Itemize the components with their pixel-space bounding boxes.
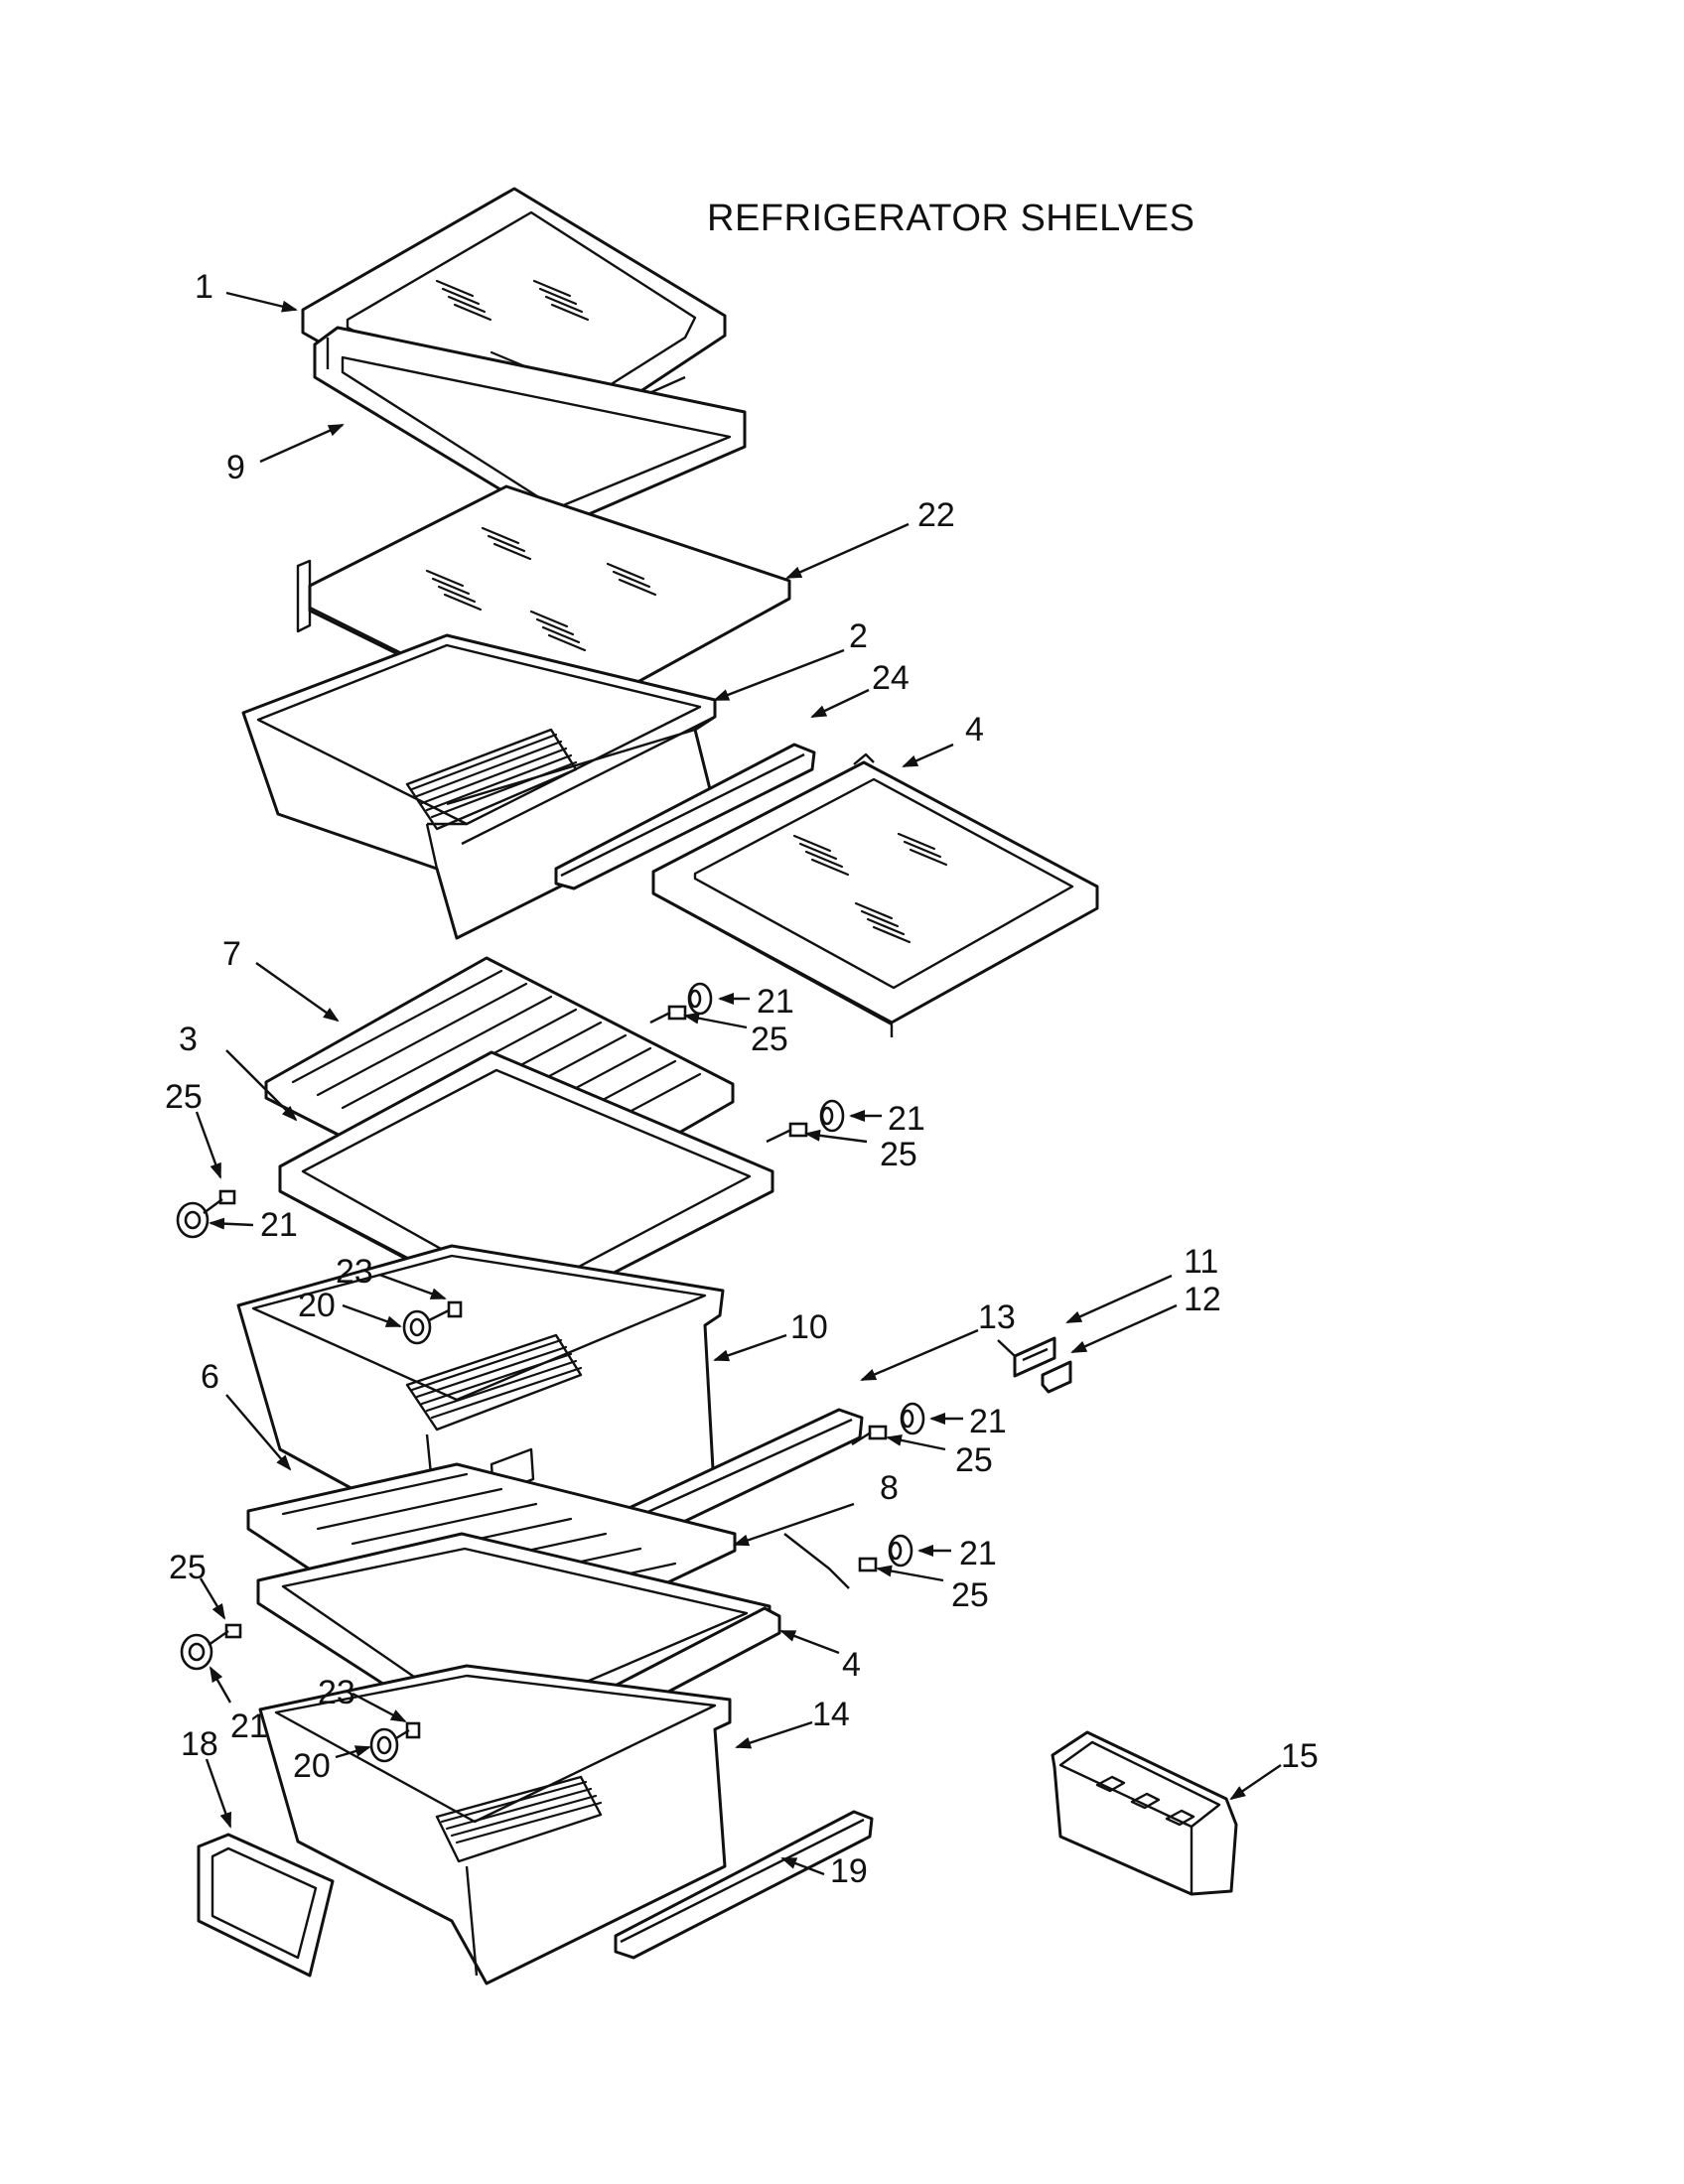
callout-21-e: 21 xyxy=(959,1535,997,1572)
part-12-clip xyxy=(1041,1360,1072,1394)
callout-15: 15 xyxy=(1281,1737,1319,1775)
callout-10: 10 xyxy=(790,1308,828,1346)
roller-21-c xyxy=(176,1189,236,1239)
callout-19: 19 xyxy=(830,1852,868,1890)
roller-21-e xyxy=(888,1534,913,1568)
callout-25-c: 25 xyxy=(165,1078,203,1116)
callout-9: 9 xyxy=(226,449,245,486)
screw-25-b xyxy=(766,1122,808,1144)
part-4-glass-shelf-upper xyxy=(651,752,1099,1037)
callout-23-a: 23 xyxy=(336,1253,373,1291)
callout-21-d: 21 xyxy=(969,1403,1007,1440)
part-19-front-trim xyxy=(614,1810,874,1960)
screw-23-a xyxy=(447,1300,463,1318)
callout-22: 22 xyxy=(917,496,955,534)
callout-12: 12 xyxy=(1184,1281,1221,1318)
part-11-bracket xyxy=(1013,1336,1056,1378)
callout-13: 13 xyxy=(978,1298,1016,1336)
part-2-crisper-drawer xyxy=(241,633,717,940)
part-18-label xyxy=(197,1833,335,1978)
diagram-title: REFRIGERATOR SHELVES xyxy=(707,198,1194,239)
callout-4-lower: 4 xyxy=(842,1646,861,1684)
callout-24: 24 xyxy=(872,659,910,697)
callout-21-c: 21 xyxy=(260,1206,298,1244)
callout-25-e: 25 xyxy=(169,1549,207,1586)
screw-25-e xyxy=(858,1557,878,1572)
callout-leaders xyxy=(195,291,1282,1876)
callout-21-a: 21 xyxy=(757,983,794,1021)
callout-8: 8 xyxy=(880,1469,899,1507)
roller-21-a xyxy=(687,982,713,1016)
callout-4-upper: 4 xyxy=(965,711,984,749)
roller-20-b xyxy=(369,1727,410,1763)
callout-20-b: 20 xyxy=(293,1747,331,1785)
roller-20-a xyxy=(402,1308,450,1345)
callout-23-b: 23 xyxy=(318,1674,355,1711)
callout-20-a: 20 xyxy=(298,1287,336,1324)
callout-14: 14 xyxy=(812,1696,850,1733)
callout-21-b: 21 xyxy=(888,1100,925,1138)
callout-7: 7 xyxy=(222,935,241,973)
callout-18: 18 xyxy=(181,1725,218,1763)
callout-11: 11 xyxy=(1184,1243,1218,1281)
screw-25-a xyxy=(649,1005,687,1024)
callout-3: 3 xyxy=(179,1021,198,1058)
screw-25-d xyxy=(851,1425,888,1446)
part-24-front-trim xyxy=(554,743,816,890)
callout-2: 2 xyxy=(849,617,868,655)
roller-21-b xyxy=(819,1099,845,1133)
roller-21-f xyxy=(180,1623,242,1671)
callout-25-a: 25 xyxy=(751,1021,788,1058)
callout-1: 1 xyxy=(195,268,213,306)
callout-25-d: 25 xyxy=(955,1441,993,1479)
part-15-door-bin xyxy=(1051,1730,1238,1896)
callout-6: 6 xyxy=(201,1358,219,1396)
callout-25-b: 25 xyxy=(880,1136,917,1173)
callout-25-f: 25 xyxy=(951,1576,989,1614)
roller-21-d xyxy=(900,1402,925,1435)
callout-21-f: 21 xyxy=(230,1707,268,1745)
callout-labels: 1 9 22 2 24 4 7 21 25 3 21 25 25 21 11 1… xyxy=(165,268,1319,1890)
part-9-shelf-frame xyxy=(313,326,747,528)
